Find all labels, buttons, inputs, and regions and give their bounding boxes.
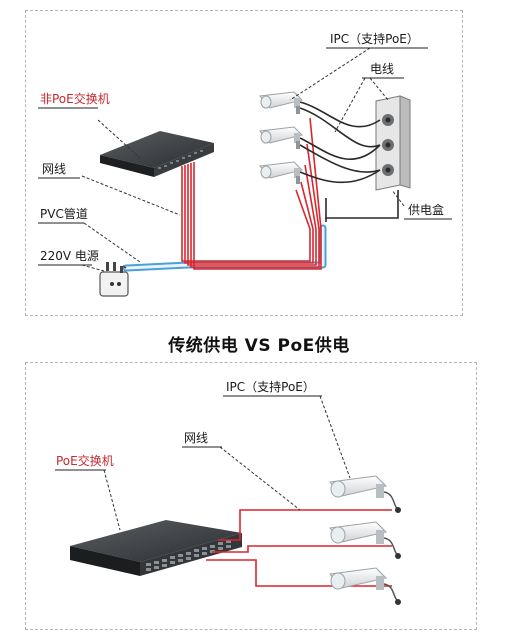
bottom-network-cables xyxy=(206,509,392,587)
top-leader-lines xyxy=(81,47,405,272)
pvc-conduit-label: PVC管道 xyxy=(40,207,88,221)
top-network-cable-label: 网线 xyxy=(42,162,67,176)
bottom-label-underlines xyxy=(55,395,322,471)
top-label-underlines xyxy=(38,47,452,266)
power-box-label: 供电盒 xyxy=(408,203,445,217)
bottom-leader-lines xyxy=(103,395,351,531)
bottom-ipc-label: IPC（支持PoE） xyxy=(226,380,315,394)
power-wire-label: 电线 xyxy=(370,62,395,76)
bottom-camera-2-icon xyxy=(329,521,401,559)
power-wires xyxy=(299,101,399,222)
pvc-conduit xyxy=(122,224,327,272)
top-camera-2-icon xyxy=(259,126,303,149)
traditional-power-panel xyxy=(25,10,463,316)
comparison-caption: 传统供电 VS PoE供电 xyxy=(168,336,350,356)
top-ipc-label: IPC（支持PoE） xyxy=(330,32,419,46)
top-camera-3-icon xyxy=(259,161,303,184)
bottom-camera-1-icon xyxy=(329,475,401,513)
non-poe-switch-label: 非PoE交换机 xyxy=(40,92,110,106)
top-network-cables xyxy=(181,117,322,270)
poe-switch-icon xyxy=(70,520,242,576)
power-outlet-icon xyxy=(99,262,129,297)
poe-power-panel xyxy=(25,362,477,630)
non-poe-switch-icon xyxy=(100,131,214,177)
power-box-icon xyxy=(375,95,411,191)
bottom-camera-3-icon xyxy=(329,567,401,605)
power-source-label: 220V 电源 xyxy=(40,249,99,263)
poe-switch-label: PoE交换机 xyxy=(56,454,114,468)
top-camera-1-icon xyxy=(259,91,303,114)
power-cord xyxy=(122,265,127,269)
bottom-network-cable-label: 网线 xyxy=(184,431,209,445)
